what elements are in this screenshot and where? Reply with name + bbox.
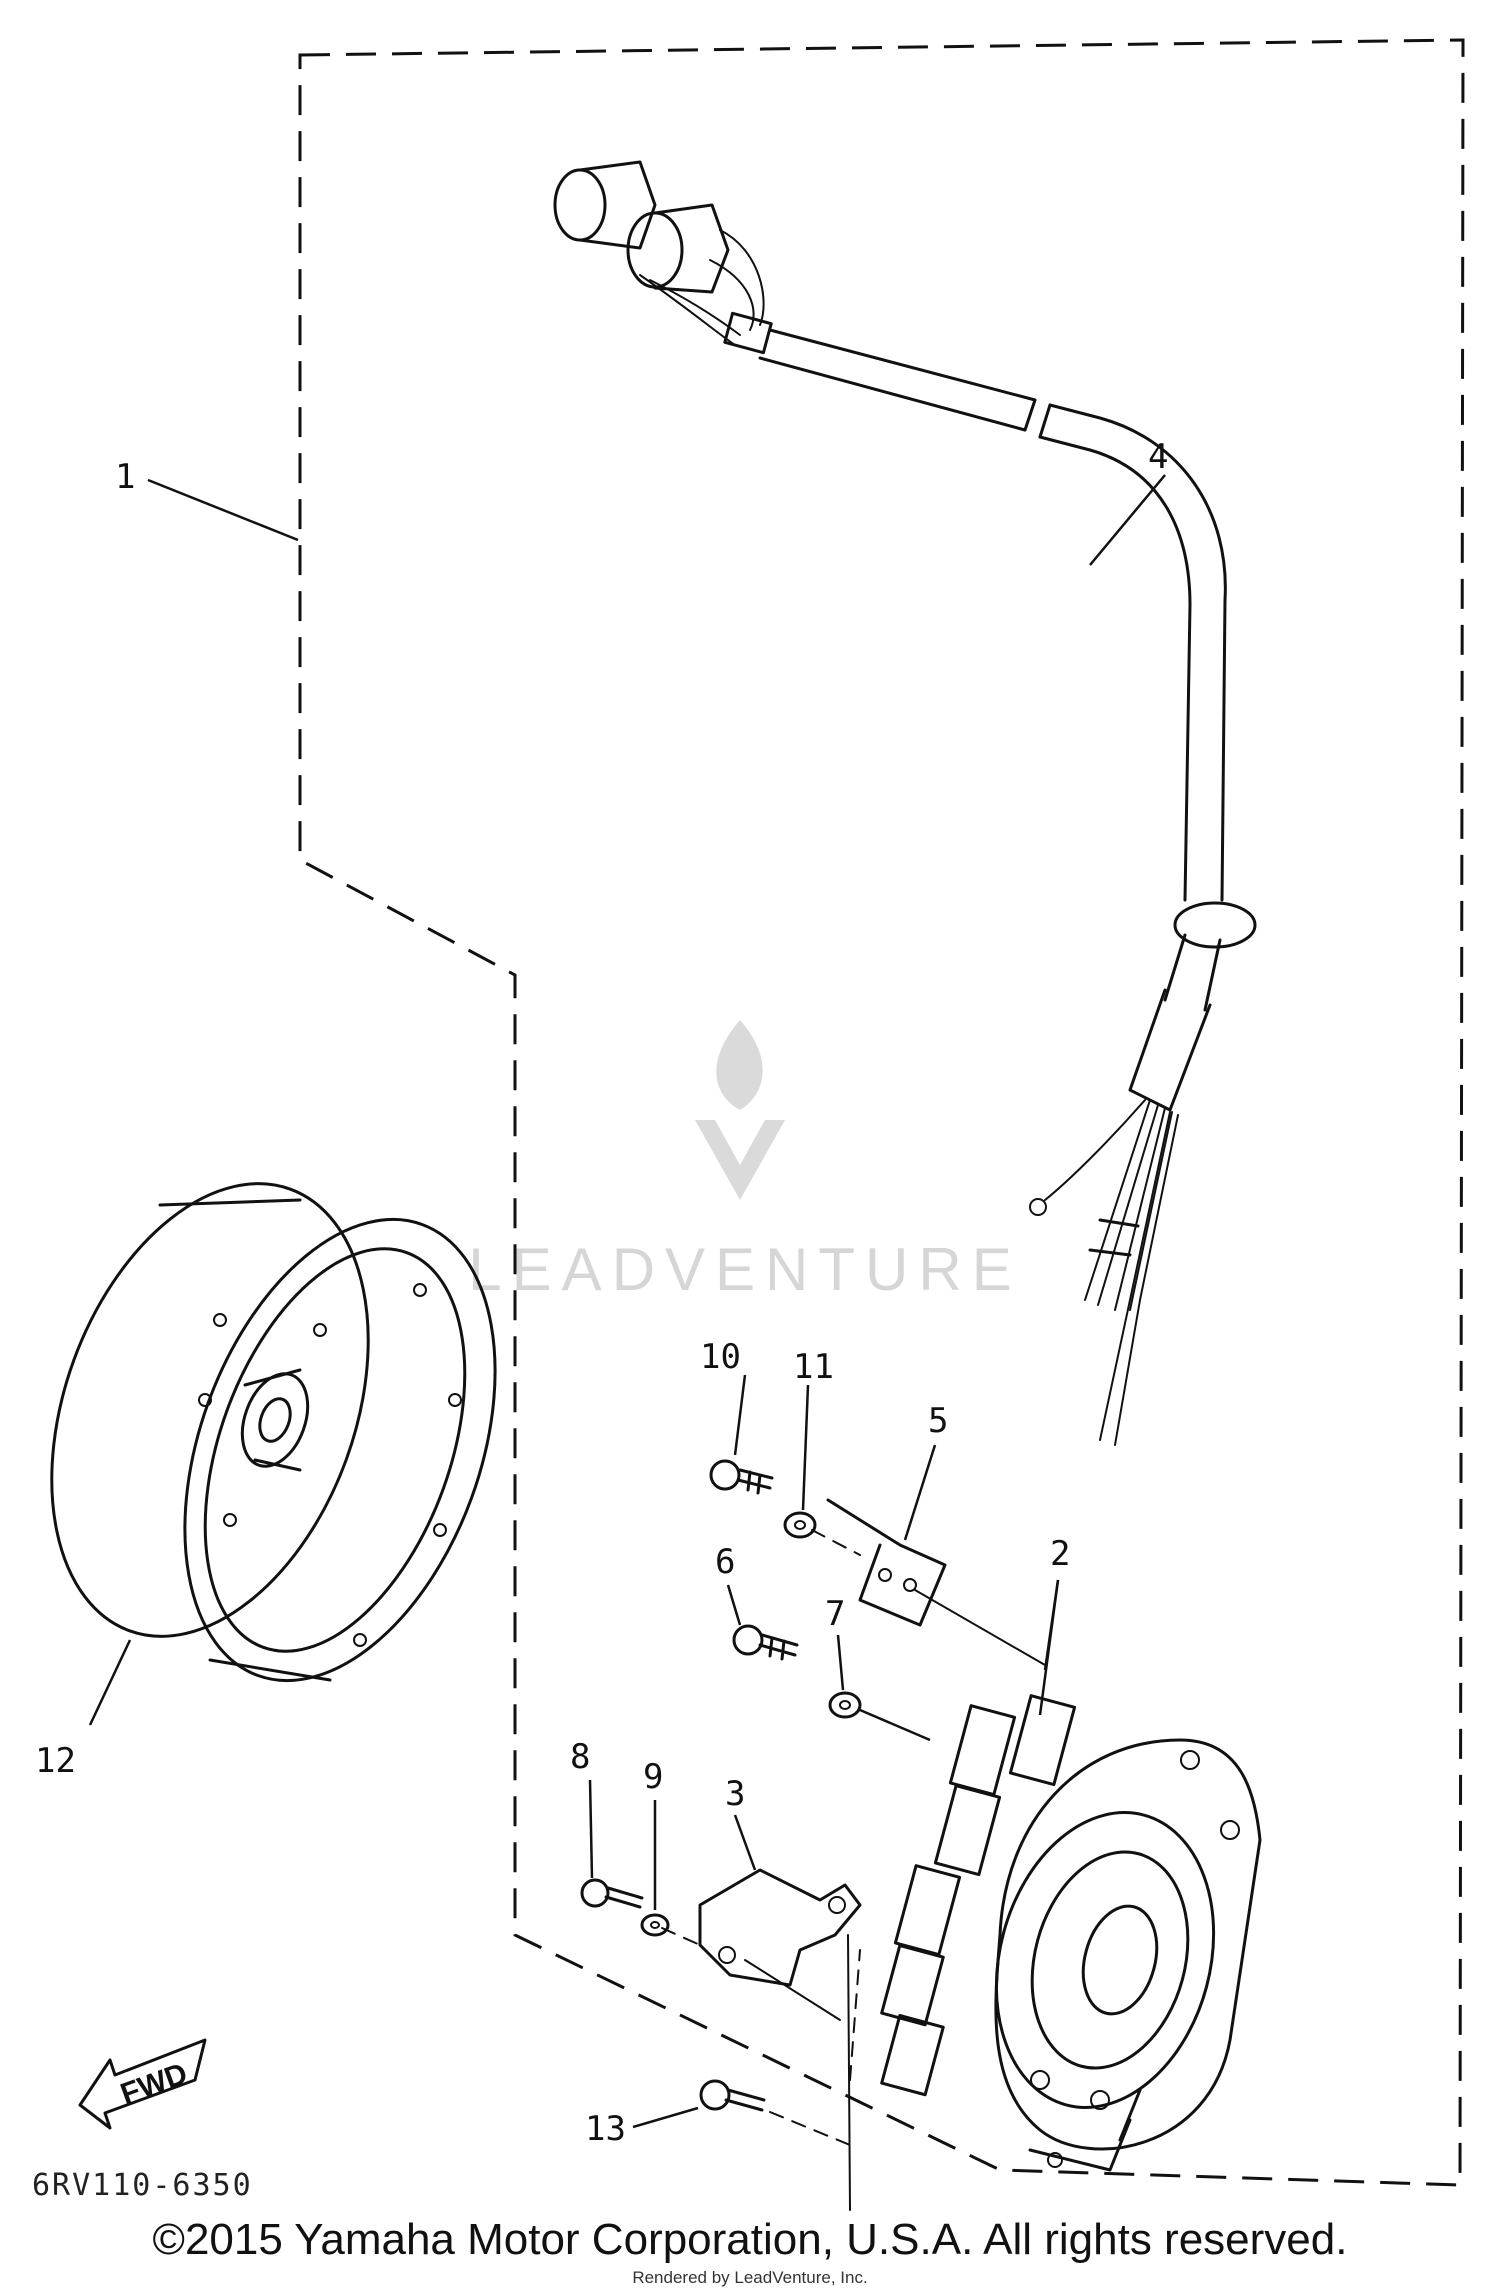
callout-12: 12 bbox=[35, 1741, 76, 1781]
callout-6: 6 bbox=[715, 1542, 735, 1582]
callout-4: 4 bbox=[1148, 437, 1168, 477]
callout-1: 1 bbox=[115, 457, 135, 497]
watermark-flame-icon bbox=[716, 1020, 763, 1110]
bracket-5 bbox=[826, 1498, 1046, 1666]
harness-clamp bbox=[1173, 901, 1257, 949]
fwd-arrow-icon bbox=[78, 2038, 207, 2130]
stator-assembly bbox=[880, 1694, 1262, 2172]
drawing-code: 6RV110-6350 bbox=[32, 2168, 253, 2203]
watermark-v-icon bbox=[695, 1120, 785, 1200]
wire-harness bbox=[553, 160, 1257, 1446]
watermark-text: LEADVENTURE bbox=[468, 1236, 1021, 1303]
fwd-arrow: FWD bbox=[78, 2038, 207, 2130]
callout-7: 7 bbox=[825, 1594, 845, 1634]
leader-lines bbox=[88, 474, 1166, 2129]
callout-13: 13 bbox=[585, 2109, 626, 2149]
flywheel-rotor bbox=[50, 1182, 497, 1683]
fwd-label: FWD bbox=[116, 2057, 191, 2111]
leadventure-watermark: LEADVENTURE bbox=[468, 1020, 1021, 1303]
assembly-lines bbox=[661, 1529, 861, 2211]
callout-11: 11 bbox=[793, 1347, 834, 1387]
harness-coupler-b bbox=[626, 211, 684, 289]
callout-9: 9 bbox=[643, 1757, 663, 1797]
callout-8: 8 bbox=[570, 1737, 590, 1777]
callouts: 1 4 10 11 5 2 6 7 12 8 9 3 13 bbox=[35, 437, 1168, 2149]
callout-10: 10 bbox=[700, 1337, 741, 1377]
callout-3: 3 bbox=[725, 1774, 745, 1814]
hardware bbox=[580, 1459, 931, 2112]
copyright-notice: ©2015 Yamaha Motor Corporation, U.S.A. A… bbox=[152, 2215, 1348, 2264]
assembly-boundary bbox=[298, 38, 1465, 2187]
harness-coupler-a bbox=[553, 168, 607, 242]
callout-5: 5 bbox=[928, 1401, 948, 1441]
rendered-by-note: Rendered by LeadVenture, Inc. bbox=[632, 2268, 868, 2287]
callout-2: 2 bbox=[1050, 1534, 1070, 1574]
pulser-coil bbox=[698, 1868, 862, 2021]
